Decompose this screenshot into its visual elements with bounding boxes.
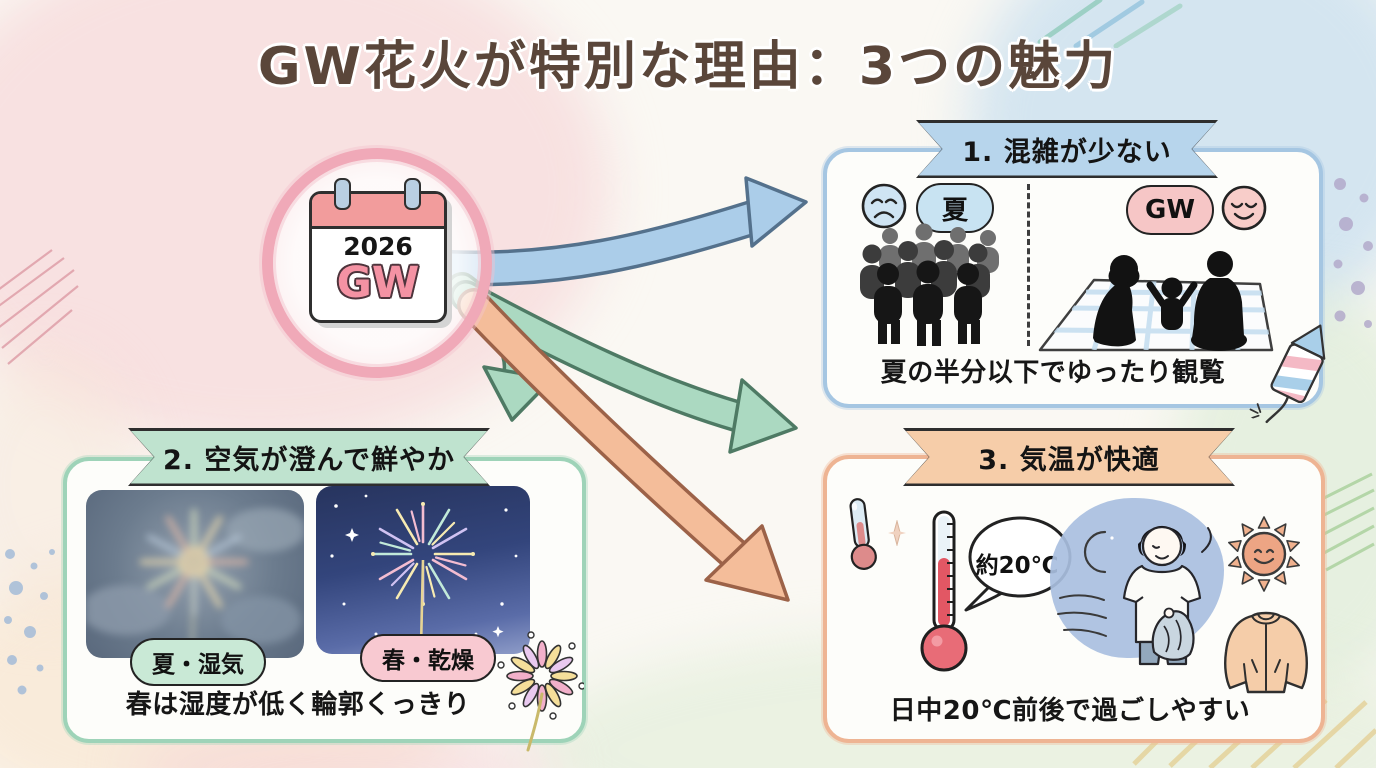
firework-doodle-icon — [497, 631, 584, 752]
box-temp-banner: 3. 気温が快適 — [903, 428, 1235, 486]
box-crowd-caption: 夏の半分以下でゆったり観覧 — [880, 358, 1226, 388]
page-title: GW花火が特別な理由：3つの魅力 — [257, 37, 1119, 97]
jacket-icon — [1224, 611, 1308, 694]
box-air-banner: 2. 空気が澄んで鮮やか — [128, 428, 490, 486]
crowd-icon — [860, 223, 999, 346]
summer-humid-tag: 夏・湿気 — [130, 638, 266, 686]
temp-bubble-label: 約20℃ — [975, 553, 1059, 579]
thermometer-small-icon — [849, 498, 877, 570]
sun-icon — [1228, 516, 1300, 592]
box-temp-caption: 日中20℃前後で過ごしやすい — [889, 696, 1251, 726]
box-temp-heading: 3. 気温が快適 — [906, 431, 1233, 484]
box-air-caption: 春は湿度が低く輪郭くっきり — [125, 690, 471, 720]
person-with-jacket-icon — [1122, 525, 1212, 666]
calendar-year: 2026 — [343, 232, 413, 261]
arrow-to-crowd-icon — [432, 176, 808, 287]
calendar-ring-right — [404, 178, 421, 210]
temp-speech-bubble: 約20℃ — [960, 514, 1074, 616]
gw-calendar-badge: 2026 GW — [262, 148, 492, 378]
crescent-moon-icon — [1083, 530, 1114, 574]
box-crowd-banner: 1. 混雑が少ない — [916, 120, 1218, 178]
hazy-fireworks-image — [86, 490, 304, 658]
crowd-divider — [1027, 184, 1030, 346]
family-picnic-icon — [1038, 251, 1274, 352]
calendar-icon: 2026 GW — [309, 178, 447, 323]
spring-dry-tag: 春・乾燥 — [360, 634, 496, 682]
calendar-gw-label: GW — [336, 258, 420, 308]
box-crowd-heading: 1. 混雑が少ない — [919, 123, 1216, 176]
sparkle-icon — [888, 520, 906, 546]
sad-face-icon — [861, 183, 907, 229]
calendar-ring-left — [334, 178, 351, 210]
box-air-heading: 2. 空気が澄んで鮮やか — [131, 431, 488, 484]
calendar-header — [312, 194, 444, 229]
